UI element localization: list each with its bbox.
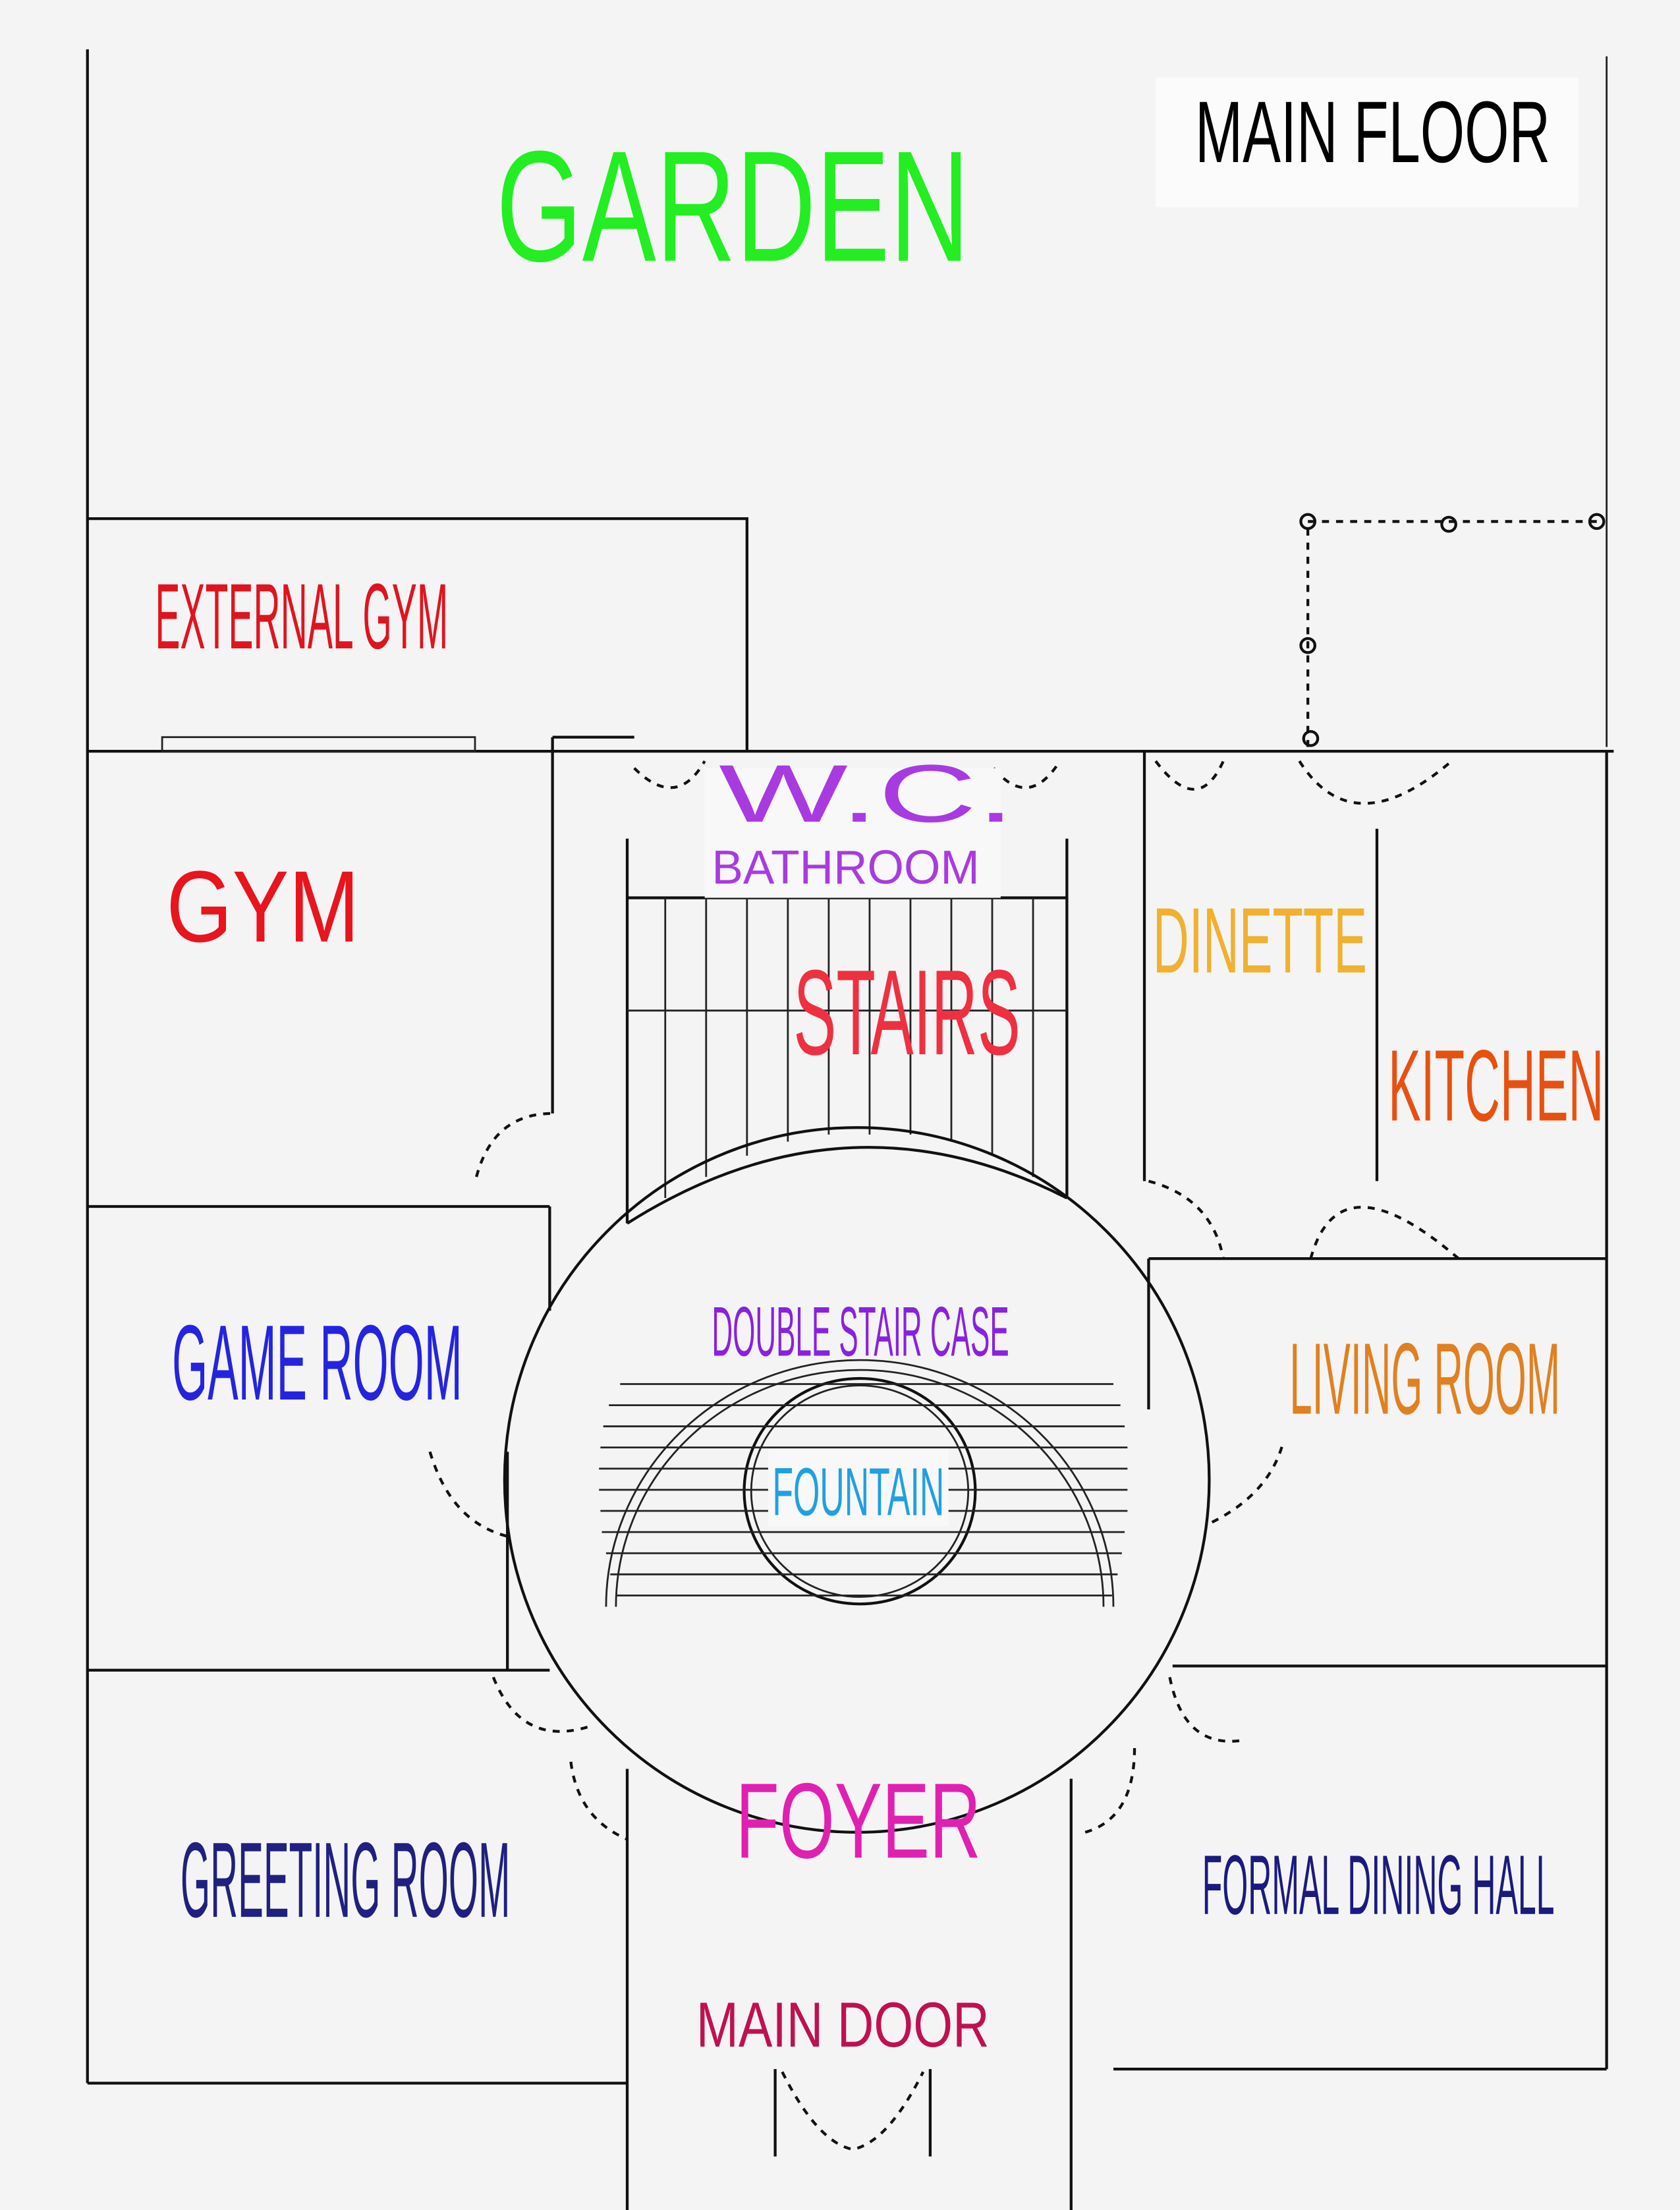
greeting-room-label: GREETING ROOM <box>181 1821 511 1940</box>
title-backdrop <box>1156 77 1579 208</box>
dinette-label: DINETTE <box>1153 888 1367 992</box>
fountain-label: FOUNTAIN <box>772 1454 944 1529</box>
walls <box>86 49 1614 2210</box>
formal-dining-hall-label: FORMAL DINING HALL <box>1202 1838 1555 1933</box>
double-stair-case-label: DOUBLE STAIR CASE <box>712 1292 1009 1371</box>
stairs-label: STAIRS <box>793 944 1020 1080</box>
garden-label: GARDEN <box>496 118 970 295</box>
foyer-label: FOYER <box>736 1761 981 1881</box>
main-door-label: MAIN DOOR <box>696 1990 990 2060</box>
living-room-label: LIVING ROOM <box>1289 1322 1560 1435</box>
game-room-label: GAME ROOM <box>172 1303 462 1423</box>
bathroom-label: BATHROOM <box>712 841 979 894</box>
wc-label: W.C. <box>719 749 1015 839</box>
main-floor-title: MAIN FLOOR <box>1195 84 1550 181</box>
external-gym-label: EXTERNAL GYM <box>155 564 448 668</box>
room-labels: MAIN FLOOR GARDEN EXTERNAL GYM GYM W.C. … <box>155 77 1604 2060</box>
fountain-backdrop <box>768 1448 949 1527</box>
kitchen-label: KITCHEN <box>1388 1029 1604 1143</box>
gym-label: GYM <box>167 850 360 963</box>
wc-backdrop <box>704 768 1001 898</box>
